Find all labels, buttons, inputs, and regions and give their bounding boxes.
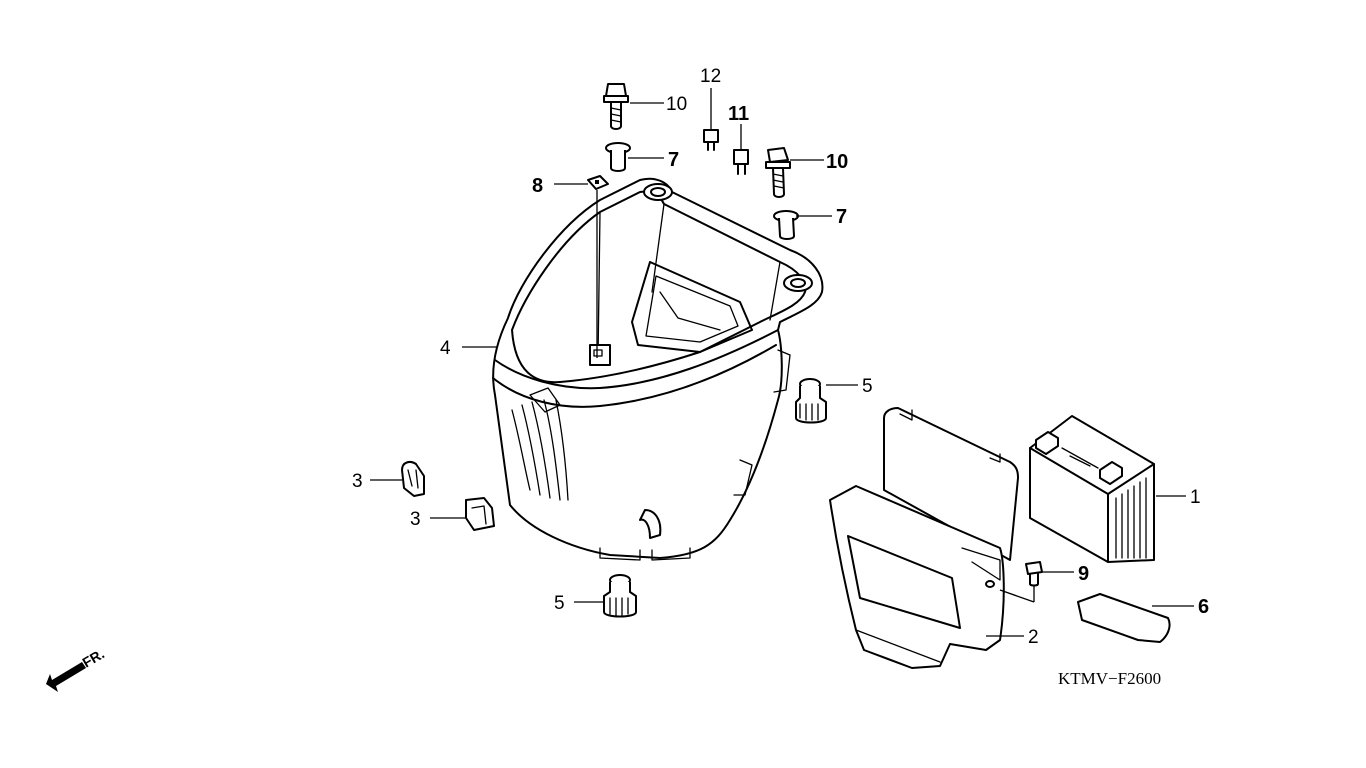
battery-cover[interactable] xyxy=(829,407,1019,669)
battery[interactable] xyxy=(1029,415,1155,563)
rubber-bush-lower[interactable] xyxy=(603,574,637,618)
callout-11: 11 xyxy=(728,103,749,125)
clip-nut[interactable] xyxy=(587,175,609,190)
luggage-box[interactable] xyxy=(492,177,824,561)
callout-3-upper: 3 xyxy=(352,471,363,492)
callout-5-right: 5 xyxy=(862,376,873,397)
callout-7-left: 7 xyxy=(668,149,679,171)
callout-10-right: 10 xyxy=(826,151,848,173)
clip-upper[interactable] xyxy=(401,461,425,497)
callout-9: 9 xyxy=(1078,563,1089,585)
collar-left[interactable] xyxy=(605,142,631,172)
callout-10-left: 10 xyxy=(666,94,687,115)
clip-lower[interactable] xyxy=(465,497,495,531)
callout-1: 1 xyxy=(1190,487,1201,508)
callout-5-lower: 5 xyxy=(554,593,565,614)
callout-12: 12 xyxy=(700,66,721,87)
callout-3-lower: 3 xyxy=(410,509,421,530)
diagram-code: KTMV−F2600 xyxy=(1058,669,1161,688)
collar-right[interactable] xyxy=(773,210,799,240)
battery-pad[interactable] xyxy=(1077,593,1171,643)
front-direction-arrow: FR. xyxy=(46,645,107,692)
callout-7-right: 7 xyxy=(836,206,847,228)
arrow-icon xyxy=(46,662,86,692)
callout-4: 4 xyxy=(440,338,451,359)
fuse-12[interactable] xyxy=(703,129,719,151)
fuse-11[interactable] xyxy=(733,149,749,175)
flange-bolt-right[interactable] xyxy=(765,147,791,198)
callout-8: 8 xyxy=(532,175,543,197)
flange-bolt-left[interactable] xyxy=(603,83,629,130)
callout-6: 6 xyxy=(1198,596,1209,618)
callout-2: 2 xyxy=(1028,627,1039,648)
screw[interactable] xyxy=(1025,561,1043,587)
rubber-bush-right[interactable] xyxy=(795,378,827,424)
